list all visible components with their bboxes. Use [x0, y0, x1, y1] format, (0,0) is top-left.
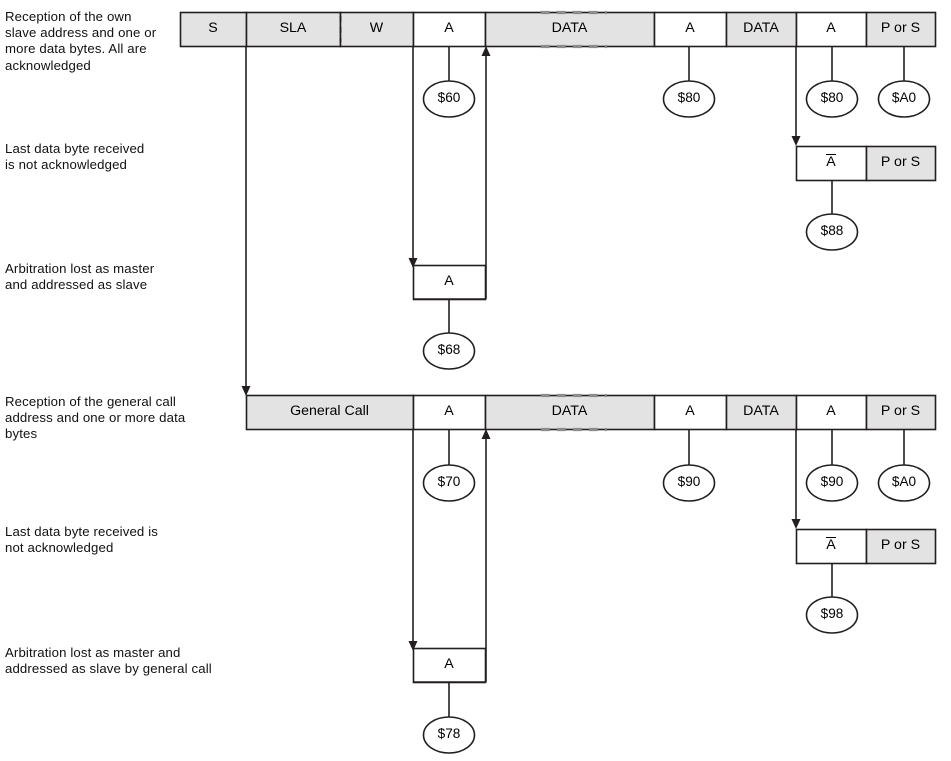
desc-last-byte-not-acked-1: Last data byte received is not acknowled…	[5, 141, 145, 173]
arrow-head-up-into-data-row2	[481, 429, 491, 439]
state-code-ellipse	[877, 80, 931, 118]
state-code-ellipse	[877, 464, 931, 502]
bus-cell-w	[339, 11, 415, 48]
state-code-ellipse	[805, 596, 859, 634]
bus-cell-p-or-s	[865, 11, 937, 48]
bus-cell-general-call	[245, 394, 415, 431]
arrow-head-into-general-call	[241, 386, 251, 396]
bus-cell-a	[412, 11, 487, 48]
bus-cell-a	[795, 11, 868, 48]
bus-cell-sla	[245, 11, 342, 48]
cell-boxes-layer	[179, 10, 937, 684]
bus-cell-a	[795, 394, 868, 431]
bus-cell-a	[653, 11, 728, 48]
state-code-ellipse	[805, 464, 859, 502]
connector-lines-layer	[241, 46, 905, 718]
state-code-ellipse	[422, 716, 476, 754]
state-code-ellipse	[662, 80, 716, 118]
state-code-ellipse	[422, 80, 476, 118]
state-code-ellipse	[805, 80, 859, 118]
bus-cell-a	[412, 394, 487, 431]
bus-cell-data	[484, 394, 656, 431]
arrow-head-into-arb-lost-a-row1	[408, 258, 418, 268]
state-code-ellipse	[662, 464, 716, 502]
desc-arbitration-lost-2: Arbitration lost as master and addressed…	[5, 645, 212, 677]
arrow-head-up-into-data-row1	[481, 46, 491, 56]
bus-cell-a	[795, 145, 868, 182]
bus-cell-a	[412, 647, 487, 684]
bus-cell-data	[484, 11, 656, 48]
state-code-ellipses-layer	[422, 80, 931, 754]
desc-arbitration-lost-1: Arbitration lost as master and addressed…	[5, 261, 155, 293]
state-code-ellipse	[422, 332, 476, 370]
state-code-ellipse	[422, 464, 476, 502]
arrow-head-into-nack-row2	[791, 519, 801, 529]
bus-cell-p-or-s	[865, 394, 937, 431]
bus-cell-p-or-s	[865, 145, 937, 182]
arrow-head-into-arb-lost-a-row2	[408, 641, 418, 651]
bus-cell-s	[179, 11, 248, 48]
arrow-head-into-nack-row1	[791, 136, 801, 146]
state-code-ellipse	[805, 213, 859, 251]
bus-cell-a	[795, 528, 868, 565]
bus-cell-data	[725, 394, 798, 431]
bus-cell-a	[412, 264, 487, 301]
bus-cell-a	[653, 394, 728, 431]
bus-cell-data	[725, 11, 798, 48]
desc-general-call: Reception of the general call address an…	[5, 394, 186, 442]
desc-last-byte-not-acked-2: Last data byte received is not acknowled…	[5, 524, 158, 556]
bus-cell-p-or-s	[865, 528, 937, 565]
desc-own-slave-address: Reception of the own slave address and o…	[5, 9, 157, 73]
